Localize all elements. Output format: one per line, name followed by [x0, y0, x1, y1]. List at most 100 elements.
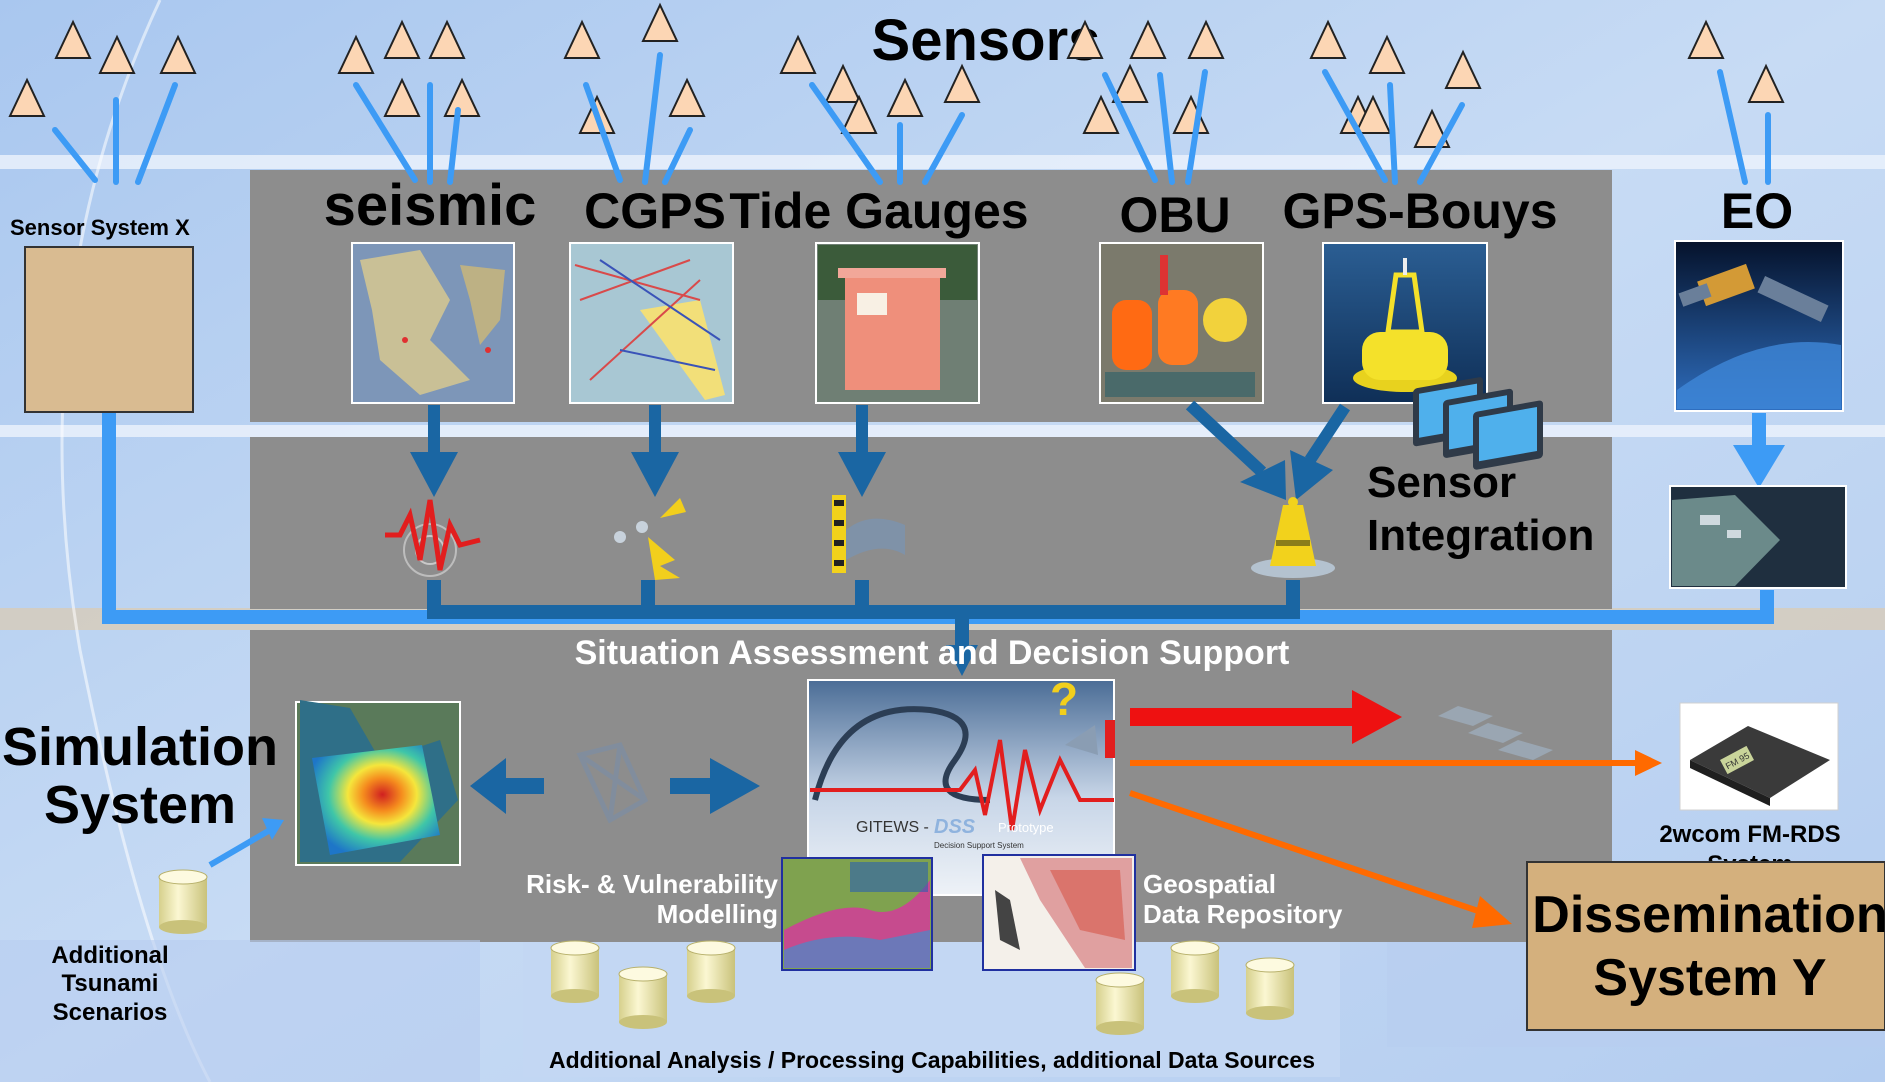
sensor-triangle-icon — [383, 77, 421, 117]
sensor-triangle-icon — [779, 34, 817, 74]
sensor-feed-arrow — [353, 82, 418, 183]
sensor-triangle-icon — [886, 77, 924, 117]
sensor-system-x-label: Sensor System X — [10, 215, 190, 240]
scenarios-line-1: Additional — [51, 942, 168, 969]
risk-modelling-line-2: Modelling — [657, 899, 778, 929]
tide-gauge-image — [815, 242, 980, 404]
dss-brand: GITEWS - — [856, 819, 929, 836]
sensor-triangle-icon — [1187, 19, 1225, 59]
geospatial-line-1: Geospatial — [1143, 869, 1276, 899]
sensor-triangle-icon — [668, 77, 706, 117]
network-icon — [576, 742, 649, 824]
sensor-triangles — [8, 2, 1785, 148]
integration-arrows — [410, 400, 1351, 500]
simulation-map-image — [295, 700, 461, 866]
sensor-triangle-icon — [159, 34, 197, 74]
eo-arrow — [1733, 413, 1785, 488]
dissemination-box — [1526, 861, 1885, 1031]
sensor-feed-arrow — [583, 82, 623, 183]
sensor-triangle-icon — [54, 19, 92, 59]
integration-bus — [427, 580, 1300, 650]
sensor-triangle-icon — [1129, 19, 1167, 59]
geospatial-line-2: Data Repository — [1143, 899, 1343, 929]
database-icon — [686, 940, 736, 1003]
gps-buoy-image — [1322, 242, 1488, 404]
sensor-feed-arrow — [922, 112, 965, 185]
sensor-label-obu: OBU — [1119, 187, 1230, 243]
question-mark-icon: ? — [1050, 673, 1078, 725]
sensor-label-gps-bouys: GPS-Bouys — [1282, 183, 1557, 239]
bg-light-band-1 — [0, 155, 1885, 169]
monitor-workstations — [1413, 377, 1553, 760]
sensor-triangle-icon — [1687, 19, 1725, 59]
dss-logo-suffix: Prototype — [998, 820, 1054, 835]
sensor-triangle-icon — [383, 19, 421, 59]
database-icon — [1095, 972, 1145, 1035]
integration-panel — [250, 437, 1612, 609]
scenarios-line-2: Tsunami — [62, 970, 159, 997]
simulation-system-line-1: Simulation — [2, 717, 278, 777]
database-icon — [1245, 957, 1295, 1020]
dss-logo-text: DSS — [934, 816, 976, 838]
sensor-triangle-icon — [8, 77, 46, 117]
sensor-triangle-icon — [824, 63, 862, 103]
geospatial-map-image — [982, 854, 1136, 971]
sensor-feed-arrow — [809, 82, 883, 185]
sensor-triangle-icon — [563, 19, 601, 59]
simulation-system-line-2: System — [44, 775, 236, 835]
analysis-caption: Additional Analysis / Processing Capabil… — [549, 1047, 1315, 1073]
risk-modelling-line-1: Risk- & Vulnerability — [526, 869, 778, 899]
sensor-triangle-icon — [641, 2, 679, 42]
sensor-feed-arrow — [1387, 82, 1398, 185]
seismic-wave-icon — [385, 499, 481, 577]
obu-image — [1099, 242, 1264, 404]
sensor-feed-arrow — [1185, 69, 1208, 185]
dss-subtitle: Decision Support System — [934, 841, 1024, 850]
sensor-feed-arrow — [135, 82, 178, 185]
orange-fm-arrow — [1130, 750, 1662, 776]
sensor-triangle-icon — [1082, 94, 1120, 134]
sensor-feed-arrow — [52, 127, 98, 183]
sensor-triangle-icon — [1111, 63, 1149, 103]
bg-light-band-2 — [0, 425, 1885, 437]
harbor-aerial-image — [1669, 485, 1847, 589]
sensor-triangle-icon — [1413, 108, 1451, 148]
sensor-arrows — [52, 52, 1771, 185]
sensor-triangle-icon — [1747, 63, 1785, 103]
bottom-left-area — [0, 940, 480, 1082]
scenarios-line-3: Scenarios — [53, 999, 168, 1026]
diagram-title: Sensors — [872, 8, 1101, 73]
simulation-feed-arrow — [208, 818, 284, 868]
sensor-triangle-icon — [98, 34, 136, 74]
sensor-label-eo: EO — [1721, 183, 1793, 239]
scenario-database-icon — [158, 869, 208, 934]
sensor-triangle-icon — [1066, 19, 1104, 59]
eo-satellite-image — [1674, 240, 1844, 412]
sensor-triangle-icon — [840, 94, 878, 134]
sensor-system-x-box — [24, 246, 194, 413]
cursor-pointer-icon — [1065, 725, 1098, 755]
buoy-integration-icon — [1251, 497, 1335, 578]
fm-rds-line-1: 2wcom FM-RDS — [1659, 821, 1840, 848]
analysis-databases — [550, 940, 1295, 1035]
sensor-feed-arrow — [1322, 69, 1388, 183]
database-icon — [1170, 940, 1220, 1003]
risk-map-image — [781, 857, 933, 971]
database-icon — [618, 966, 668, 1029]
simulation-exchange-arrows — [470, 758, 760, 814]
database-icon — [550, 940, 600, 1003]
sensor-triangle-icon — [943, 63, 981, 103]
red-alert-arrow — [1130, 690, 1402, 744]
dissemination-line-1: Dissemination — [1532, 886, 1885, 944]
sensor-triangle-icon — [428, 19, 466, 59]
sensor-triangle-icon — [1368, 34, 1406, 74]
sensor-triangle-icon — [337, 34, 375, 74]
fm-rds-device-image: FM 95 — [1679, 702, 1839, 811]
sensor-integration-line-2: Integration — [1367, 511, 1594, 560]
sensor-feed-arrow — [1417, 102, 1465, 185]
monitor-icon — [1473, 400, 1553, 760]
orange-dissemination-arrow — [1129, 790, 1512, 928]
sensor-label-tide-gauges: Tide Gauges — [729, 183, 1028, 239]
alert-icon — [1105, 720, 1115, 758]
situation-assessment-label: Situation Assessment and Decision Suppor… — [575, 634, 1290, 672]
